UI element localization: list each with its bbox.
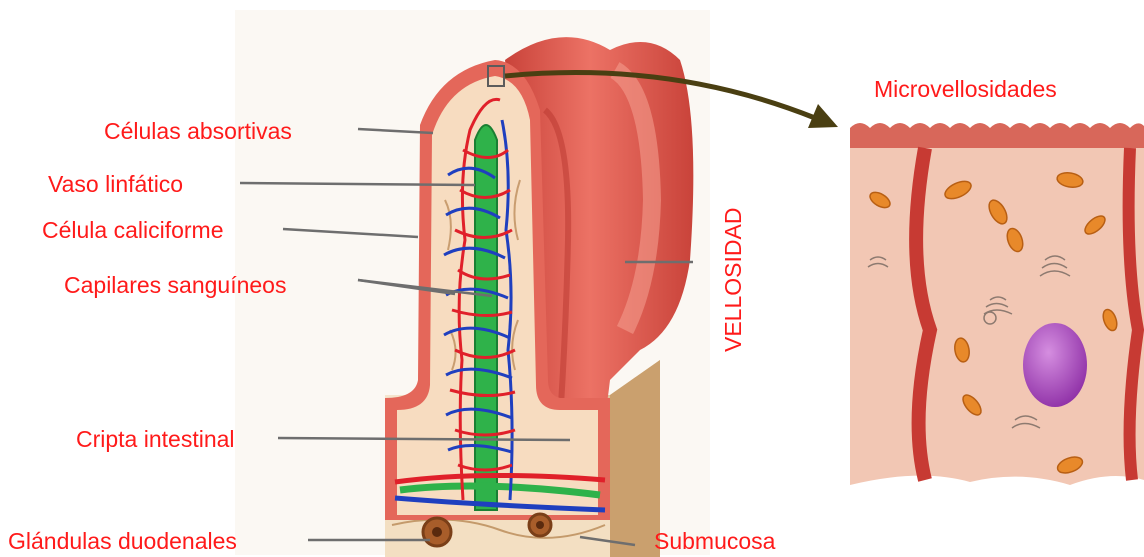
label-cripta-intestinal: Cripta intestinal (76, 426, 235, 452)
label-microvellosidades: Microvellosidades (874, 76, 1057, 102)
label-vaso-linfatico: Vaso linfático (48, 171, 183, 197)
label-submucosa: Submucosa (654, 528, 776, 554)
enterocyte-panel (850, 58, 1144, 498)
label-capilares-sanguineos: Capilares sanguíneos (64, 272, 286, 298)
nucleus (1023, 323, 1087, 407)
label-vellosidad: VELLOSIDAD (720, 208, 746, 352)
label-celula-caliciforme: Célula caliciforme (42, 217, 224, 243)
lacteal-lymph-vessel (475, 125, 497, 510)
label-celulas-absortivas: Células absortivas (104, 118, 292, 144)
label-glandulas-duodenales: Glándulas duodenales (8, 528, 237, 554)
microvilli-border (850, 123, 1144, 148)
